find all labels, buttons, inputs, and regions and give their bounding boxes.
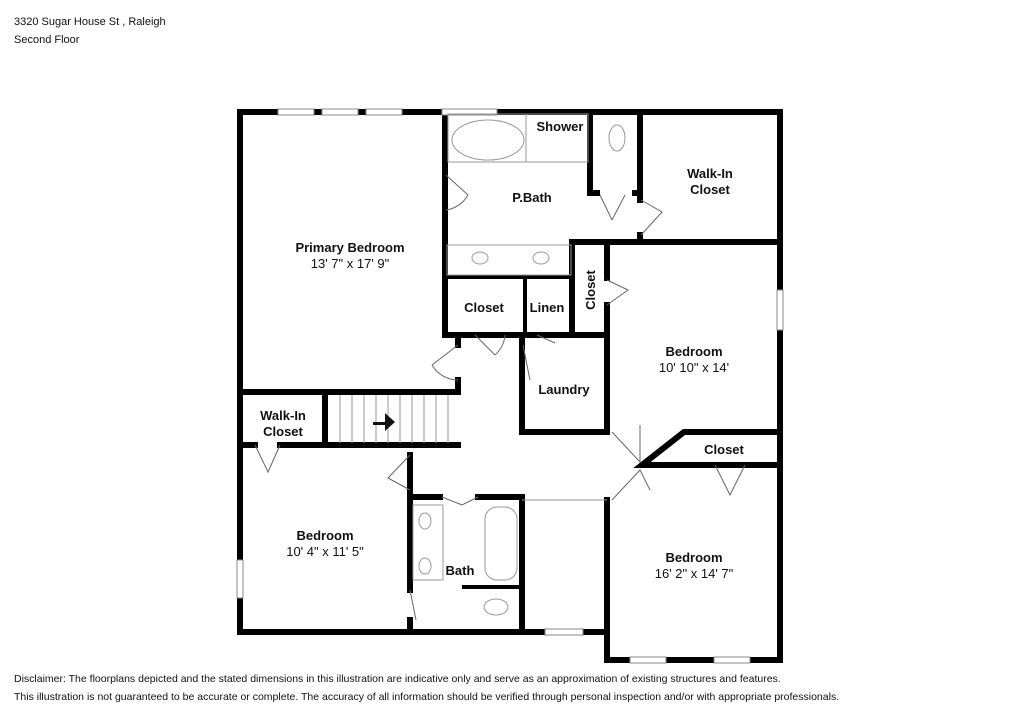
room-label: Closet	[464, 300, 504, 315]
room-label: Walk-In	[687, 166, 733, 181]
room-label: Closet	[263, 424, 303, 439]
fixtures	[339, 113, 626, 616]
room-label: Bedroom	[665, 344, 722, 359]
sink-icon	[418, 557, 432, 575]
room-label: Primary Bedroom	[295, 240, 404, 255]
room-dimensions: 16' 2" x 14' 7"	[655, 566, 734, 581]
room-label: P.Bath	[512, 190, 552, 205]
sink-icon	[532, 251, 550, 265]
disclaimer-line-2: This illustration is not guaranteed to b…	[14, 691, 840, 703]
arrow-right-icon	[373, 413, 395, 431]
room-dimensions: 13' 7" x 17' 9"	[311, 256, 390, 271]
room-label: Shower	[537, 119, 584, 134]
room-label: Closet	[690, 182, 730, 197]
floor-name: Second Floor	[14, 34, 80, 46]
stairs	[339, 395, 449, 443]
room-label: Linen	[530, 300, 565, 315]
walls	[237, 109, 783, 663]
room-label: Walk-In	[260, 408, 306, 423]
room-label: Bath	[446, 563, 475, 578]
room-label: Bedroom	[296, 528, 353, 543]
windows	[236, 108, 784, 664]
room-label: Laundry	[538, 382, 590, 397]
sink-icon	[418, 512, 432, 530]
address: 3320 Sugar House St , Raleigh	[14, 16, 166, 28]
bathtub-icon	[451, 119, 525, 161]
bathtub-icon	[484, 506, 518, 581]
room-label: Closet	[583, 269, 598, 309]
room-label: Bedroom	[665, 550, 722, 565]
room-dimensions: 10' 10" x 14'	[659, 360, 729, 375]
room-dimensions: 10' 4" x 11' 5"	[286, 544, 364, 559]
doors	[254, 174, 746, 621]
toilet-icon	[483, 598, 509, 616]
room-label: Closet	[704, 442, 744, 457]
sink-icon	[471, 251, 489, 265]
toilet-icon	[608, 124, 626, 152]
disclaimer-line-1: Disclaimer: The floorplans depicted and …	[14, 673, 781, 685]
